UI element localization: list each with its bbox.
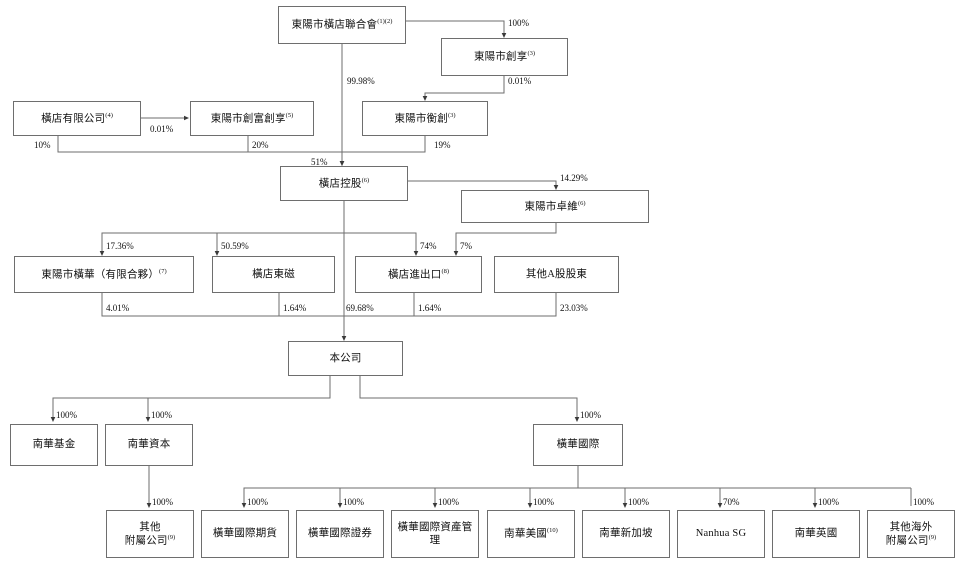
node-label: 其他附屬公司(9) [124,521,176,547]
node-qitaA: 其他A股股東 [494,256,619,293]
node-zichan: 橫華國際資產管理 [391,510,479,558]
percent-label: 4.01% [106,303,130,313]
node-zhengquan: 橫華國際證券 [296,510,384,558]
node-henghua: 東陽市橫華（有限合夥）(7) [14,256,194,293]
percent-label: 100% [56,410,77,420]
percent-label: 100% [628,497,649,507]
node-label: 橫華國際資產管理 [397,521,473,546]
node-label: 橫店東磁 [252,268,295,280]
node-label: 橫華國際證券 [307,528,373,540]
node-meiguo: 南華美國(10) [487,510,575,558]
node-label: 南華資本 [127,439,171,451]
percent-label: 100% [580,410,601,420]
node-footnote-marker: (5) [285,111,294,119]
node-footnote-marker: (9) [928,533,937,541]
percent-label: 100% [247,497,268,507]
node-label: 南華新加坡 [599,528,653,540]
node-yingguo: 南華英國 [772,510,860,558]
node-zhuowei: 東陽市卓維(6) [461,190,649,223]
node-bengongsi: 本公司 [288,341,403,376]
node-label: 南華基金 [32,439,76,451]
percent-label: 100% [533,497,554,507]
node-label: 橫店有限公司(4) [41,111,113,125]
percent-label: 0.01% [508,76,532,86]
node-label: 橫華國際期貨 [212,528,278,540]
node-footnote-marker: (6) [361,176,370,184]
percent-label: 1.64% [283,303,307,313]
node-ziben: 南華資本 [105,424,193,466]
node-label: Nanhua SG [695,528,747,540]
percent-label: 23.03% [560,303,588,313]
percent-label: 0.01% [150,124,174,134]
percent-label: 70% [723,497,740,507]
node-label: 其他海外附屬公司(9) [885,521,937,547]
percent-label: 17.36% [106,241,134,251]
node-footnote-marker: (8) [441,267,450,275]
node-footnote-marker: (4) [105,111,113,119]
percent-label: 19% [434,140,451,150]
node-footnote-marker: (3) [447,111,456,119]
node-haiwai: 其他海外附屬公司(9) [867,510,955,558]
percent-label: 100% [152,497,173,507]
node-footnote-marker: (7) [159,267,167,275]
percent-label: 100% [508,18,529,28]
percent-label: 50.59% [221,241,249,251]
node-footnote-marker: (6) [577,199,586,207]
node-dongci: 橫店東磁 [212,256,335,293]
percent-label: 99.98% [347,76,375,86]
node-jinchukou: 橫店進出口(8) [355,256,482,293]
node-chuangfu: 東陽市創富創享(5) [190,101,314,136]
node-label: 南華英國 [794,528,838,540]
percent-label: 74% [420,241,437,251]
node-hhguoji: 橫華國際 [533,424,623,466]
node-qitafu: 其他附屬公司(9) [106,510,194,558]
node-label: 橫華國際 [556,439,600,451]
node-label: 東陽市橫店聯合會(1)(2) [291,18,393,31]
node-xinjiapo: 南華新加坡 [582,510,670,558]
percent-label: 100% [343,497,364,507]
node-chuangxiang: 東陽市創享(3) [441,38,568,76]
node-footnote-marker: (10) [546,527,558,535]
node-label: 東陽市橫華（有限合夥）(7) [41,267,167,281]
percent-label: 51% [311,157,328,167]
node-label: 東陽市卓維(6) [524,199,586,213]
node-lianhehui: 東陽市橫店聯合會(1)(2) [278,6,406,44]
node-label: 東陽市衡創(3) [394,111,456,125]
node-label: 東陽市創享(3) [473,50,536,63]
node-label: 南華美國(10) [504,527,558,540]
percent-label: 100% [438,497,459,507]
percent-label: 20% [252,140,269,150]
percent-label: 100% [151,410,172,420]
node-youxian: 橫店有限公司(4) [13,101,141,136]
node-footnote-marker: (9) [167,533,176,541]
node-konggu: 橫店控股(6) [280,166,408,201]
node-label: 橫店進出口(8) [387,267,450,281]
percent-label: 69.68% [346,303,374,313]
node-jijin: 南華基金 [10,424,98,466]
percent-label: 100% [818,497,839,507]
percent-label: 7% [460,241,472,251]
node-label: 本公司 [329,352,362,364]
node-label: 東陽市創富創享(5) [210,111,294,125]
node-label: 橫店控股(6) [318,176,370,190]
percent-label: 1.64% [418,303,442,313]
percent-label: 14.29% [560,173,588,183]
node-footnote-marker: (3) [527,50,536,58]
node-footnote-marker: (1)(2) [377,18,393,26]
node-label: 其他A股股東 [525,268,588,280]
node-qihuo: 橫華國際期貨 [201,510,289,558]
node-nanhuasg: Nanhua SG [677,510,765,558]
percent-label: 100% [913,497,934,507]
node-hengchuang: 東陽市衡創(3) [362,101,488,136]
percent-label: 10% [34,140,51,150]
